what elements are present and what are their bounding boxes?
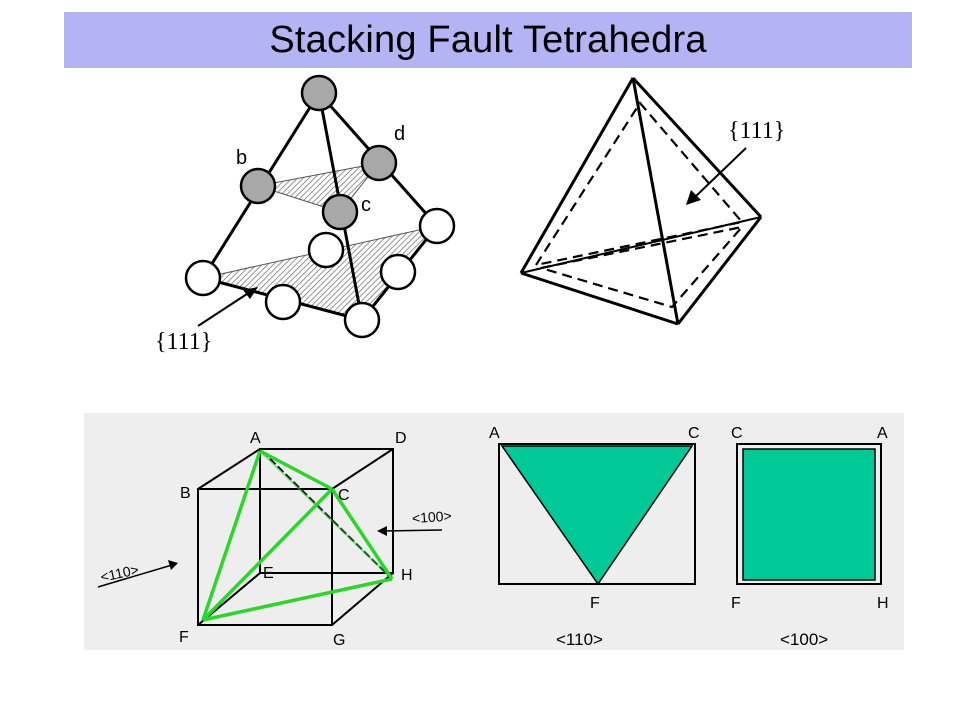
tet-edge-apex-front [631,77,680,325]
atom-c [321,193,359,231]
atom-base-mid-front [264,283,302,321]
direction-100-label: <100> [411,508,452,527]
vertex-C: C [338,487,350,504]
label-b: b [236,147,247,169]
atom-base-right [418,207,456,245]
title-bar: Stacking Fault Tetrahedra [64,12,912,68]
label-c: c [361,194,371,216]
green-edge-CH [330,488,394,580]
proj100-label-F: F [731,595,741,612]
direction-110-arrowhead [168,560,178,570]
vertex-A: A [250,430,261,447]
green-edge-AF [201,450,262,621]
tet-edge-apex-left [519,77,635,274]
tet-plane-label-111: {111} [728,118,785,144]
slide-title: Stacking Fault Tetrahedra [269,18,707,61]
green-edge-AC [259,449,333,491]
vertex-B: B [180,485,191,502]
tet-arrow-head [686,190,701,205]
vertex-G: G [333,632,345,649]
green-edge-CF [201,487,334,622]
plane-arrow-shaft [197,291,251,327]
proj110-triangle [500,445,694,586]
proj110-label-C: C [688,425,700,442]
vertex-E: E [263,565,274,582]
projection-100-diagram: C A F H <100> [731,425,889,649]
atom-base-left [184,259,222,297]
atom-base-front [343,301,381,339]
green-edge-FH [202,577,393,622]
vertex-D: D [395,430,407,447]
tet-dashed-back-face [533,101,745,267]
proj100-caption: <100> [780,630,828,649]
label-d: d [394,123,405,145]
tet-edge-base-right [676,216,763,325]
direction-100-arrow [382,529,443,532]
vertex-H: H [401,567,413,584]
projection-110-diagram: A C F <110> [489,425,700,649]
proj100-square [742,448,876,581]
direction-110-arrow [97,564,173,588]
proj110-label-F: F [590,595,600,612]
atom-base-mid-right [379,253,417,291]
proj100-label-C: C [731,425,743,442]
tet-edge-apex-right [631,76,763,219]
green-edge-AH [259,450,393,580]
proj110-label-A: A [489,425,500,442]
cube-edge-AB [197,448,261,490]
cube-edge-DC [331,448,394,490]
cube-diagram: A D B C E H F G <100> <110> [97,430,452,649]
direction-110-label: <110> [99,561,140,585]
atom-base-back [307,231,345,269]
proj110-caption: <110> [556,630,603,649]
plane-arrow-head [243,287,258,299]
proj100-frame [736,443,882,585]
tet-arrow-shaft [694,147,747,198]
tet-dashed-base-face [540,225,745,309]
tetrahedron-diagram: {111} [519,76,785,326]
proj100-label-A: A [877,425,888,442]
atom-d [360,144,398,182]
atom-apex [300,74,338,112]
atom-b [239,167,277,205]
vertex-F: F [179,629,189,646]
atom-tetrahedron-diagram: b d c {111} [155,74,456,355]
proj110-frame [498,443,696,585]
proj100-label-H: H [877,595,889,612]
direction-100-arrowhead [377,526,387,536]
plane-label-111: {111} [155,329,212,355]
tet-edge-base-left [520,271,679,326]
